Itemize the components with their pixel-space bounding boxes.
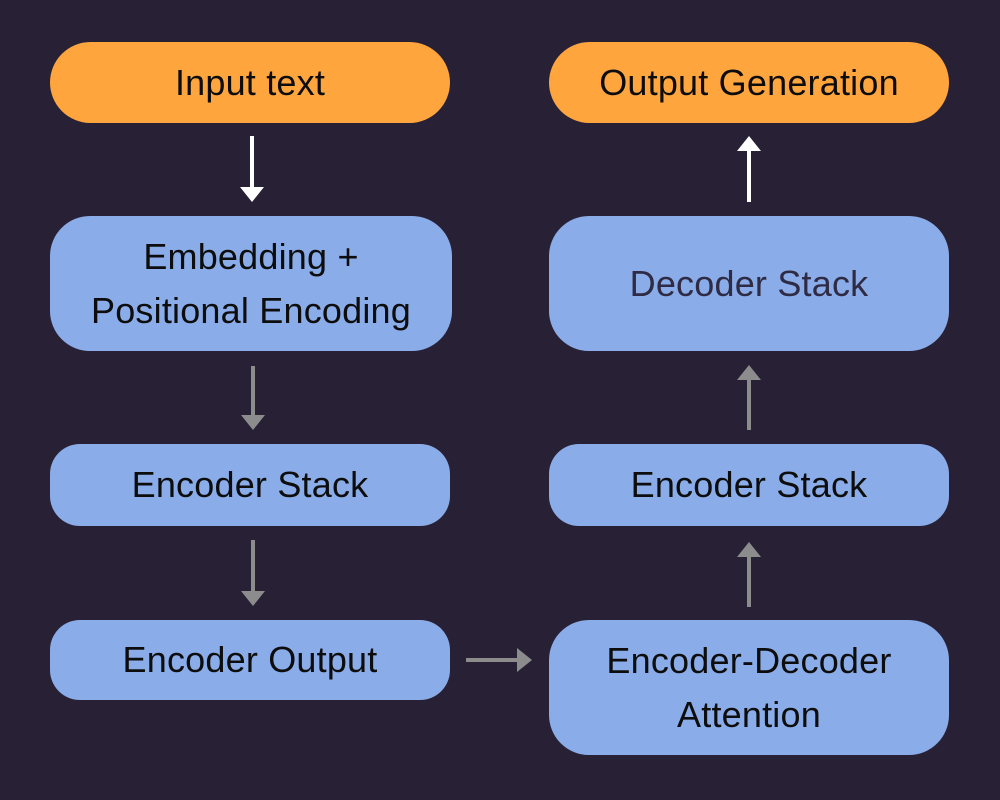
arrow-head	[737, 542, 761, 557]
node-encoder-output: Encoder Output	[50, 620, 450, 700]
node-label: Embedding +	[143, 235, 359, 277]
arrow-shaft	[251, 540, 255, 593]
node-label: Input text	[174, 61, 326, 103]
arrow-head	[737, 136, 761, 151]
node-label: Encoder-Decoder	[606, 639, 892, 681]
node-label: Encoder Stack	[131, 464, 369, 505]
arrow-shaft	[747, 378, 751, 430]
arrow-shaft	[250, 136, 254, 189]
arrow-shaft	[251, 366, 255, 417]
arrow-head	[737, 365, 761, 380]
arrow-shaft	[747, 555, 751, 607]
node-encoder-decoder-attention: Encoder-Decoder Attention	[549, 620, 949, 755]
arrow-encoder-output-to-attention	[466, 648, 532, 672]
arrow-embedding-to-encoder-stack	[241, 366, 265, 430]
node-label: Output Generation	[599, 61, 899, 103]
node-decoder-stack: Decoder Stack	[549, 216, 949, 351]
node-label: Positional Encoding	[90, 289, 411, 331]
arrow-head	[241, 591, 265, 606]
arrow-shaft	[466, 658, 519, 662]
node-label: Encoder Stack	[630, 464, 868, 505]
arrow-head	[517, 648, 532, 672]
arrow-attention-to-encoder-stack	[737, 542, 761, 607]
arrow-decoder-stack-to-output-generation	[737, 136, 761, 202]
arrow-head	[241, 415, 265, 430]
arrow-encoder-stack-to-decoder-stack	[737, 365, 761, 430]
arrow-head	[240, 187, 264, 202]
node-label: Decoder Stack	[629, 262, 869, 304]
node-encoder-stack-right: Encoder Stack	[549, 444, 949, 526]
node-input-text: Input text	[50, 42, 450, 123]
arrow-input-text-to-embedding	[240, 136, 264, 202]
arrow-encoder-stack-to-encoder-output	[241, 540, 265, 606]
node-encoder-stack-left: Encoder Stack	[50, 444, 450, 526]
node-output-generation: Output Generation	[549, 42, 949, 123]
arrow-shaft	[747, 149, 751, 202]
node-embedding-positional-encoding: Embedding + Positional Encoding	[50, 216, 452, 351]
node-label: Encoder Output	[122, 639, 378, 680]
node-label: Attention	[677, 693, 821, 735]
